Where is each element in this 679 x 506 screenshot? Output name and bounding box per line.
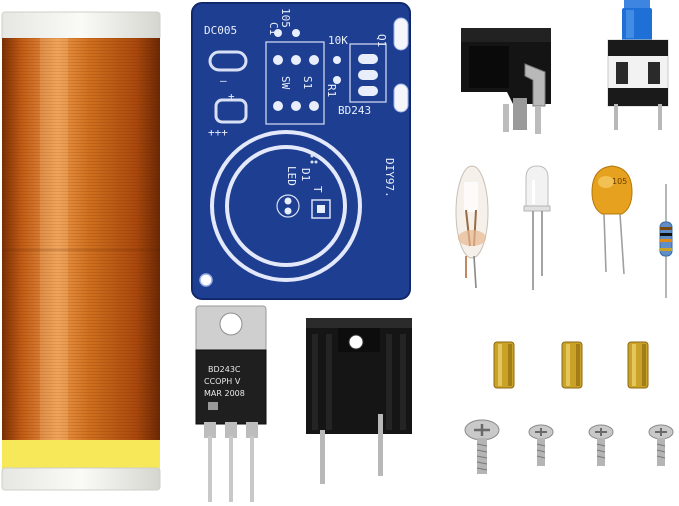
pcb-label-t: T: [311, 186, 324, 193]
pcb-label-bd243: BD243: [338, 104, 371, 117]
pcb-label-105: 105: [279, 8, 292, 28]
screw-small-3: [648, 424, 674, 466]
pcb-label-plus: +: [228, 90, 235, 103]
transistor-line-3: MAR 2008: [204, 389, 245, 398]
tesla-coil: [1, 11, 161, 491]
transistor-line-2: CCOPH V: [204, 377, 241, 386]
screw-large: [464, 419, 500, 474]
screw-small-2: [588, 424, 614, 466]
coil-yellow-band: [2, 440, 160, 470]
primary-coil-ring: [210, 130, 362, 282]
neon-bulb: [455, 165, 489, 289]
pcb-label-d1: D1: [299, 168, 312, 181]
pcb-label-s1: S1: [301, 76, 314, 89]
dc-power-jack: [461, 28, 551, 134]
screw-small-1: [528, 424, 554, 466]
pcb-label-r1: R1: [325, 84, 338, 97]
heatsink: [306, 318, 412, 484]
coil-tube-top: [1, 11, 161, 41]
brass-standoff-1: [493, 341, 515, 389]
push-switch: [607, 0, 669, 130]
capacitor-marking: 105: [612, 177, 627, 186]
pcb-label-sw: SW: [279, 76, 292, 90]
pcb-label-dc005: DC005: [204, 24, 237, 37]
brass-standoff-2: [561, 341, 583, 389]
mounting-hole: [199, 273, 213, 287]
pcb-label-c1: C1: [267, 22, 280, 35]
brass-standoff-3: [627, 341, 649, 389]
pcb-label-10k: 10K: [328, 34, 348, 47]
pcb-label-diy97: DIY97.: [383, 158, 396, 198]
clear-led: [523, 165, 551, 290]
bd243-transistor: BD243C CCOPH V MAR 2008: [195, 305, 267, 502]
coil-tube-bottom: [1, 467, 161, 491]
transistor-line-1: BD243C: [208, 365, 241, 374]
ceramic-capacitor: 105: [591, 165, 633, 275]
pcb-board: DC005 C1 105 10K Q1 S1 SW R1 BD243 D1 LE…: [191, 2, 411, 300]
resistor: [659, 184, 673, 298]
pcb-label-led: LED: [285, 166, 298, 186]
pcb-label-plus3: +++: [208, 126, 228, 139]
pcb-label-minus: —: [220, 74, 227, 87]
st-logo-icon: [208, 402, 218, 410]
pcb-label-q1: Q1: [375, 34, 388, 47]
